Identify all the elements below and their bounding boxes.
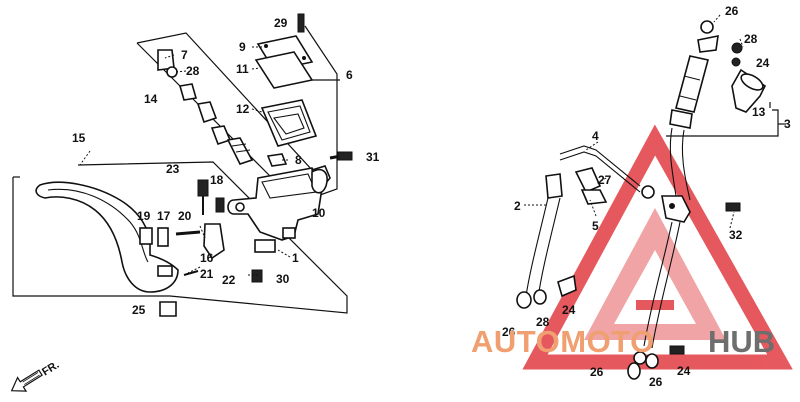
- pivot-bushing: [157, 227, 169, 247]
- callout-29: 29: [274, 16, 288, 30]
- callout-25: 25: [132, 303, 146, 317]
- lever-bolt: [159, 301, 177, 317]
- callout-labels: 1 2 3 4 5 6 7 8 9 10 11 12 13 14 15 16 1…: [72, 4, 791, 389]
- callout-23: 23: [166, 162, 180, 176]
- callout-11: 11: [236, 62, 249, 76]
- callout-6: 6: [346, 68, 353, 82]
- callout-28c: 28: [536, 315, 550, 329]
- pivot-collar: [139, 227, 153, 245]
- diaphragm: [260, 99, 318, 147]
- callout-27: 27: [598, 173, 612, 187]
- hose-fitting-upper: [697, 34, 719, 53]
- leader-lines-left: [79, 46, 291, 276]
- callout-18: 18: [210, 173, 224, 187]
- callout-3: 3: [784, 117, 791, 131]
- callout-24c: 24: [677, 364, 691, 378]
- callout-7: 7: [181, 48, 188, 62]
- front-direction-arrow: FR.: [10, 359, 61, 392]
- hose-clamp: [574, 167, 602, 194]
- callout-8: 8: [295, 153, 302, 167]
- callout-30: 30: [276, 272, 290, 286]
- brake-hose-fitting: [545, 173, 563, 199]
- callout-5: 5: [592, 219, 599, 233]
- callout-2: 2: [514, 199, 521, 213]
- callout-4: 4: [592, 129, 599, 143]
- fr-label: FR.: [40, 359, 61, 379]
- callout-20: 20: [178, 209, 192, 223]
- holder-clamp: [311, 168, 328, 194]
- callout-22: 22: [222, 273, 236, 287]
- callout-32: 32: [729, 228, 743, 242]
- callout-26d: 26: [649, 375, 663, 389]
- callout-17: 17: [157, 209, 171, 223]
- callout-19: 19: [137, 209, 151, 223]
- callout-28a: 28: [186, 64, 200, 78]
- leader-lines-right: [524, 14, 744, 229]
- lever-pivot-bracket: [203, 223, 225, 260]
- switch-unit: [254, 239, 276, 253]
- callout-13: 13: [752, 105, 766, 119]
- callout-24a: 24: [756, 56, 770, 70]
- callout-26b: 26: [502, 325, 516, 339]
- piston: [196, 101, 218, 124]
- watermark-brand-part2: HUB: [708, 324, 775, 359]
- callout-28b: 28: [744, 32, 758, 46]
- watermark-text: AUTOMOTO HUB: [471, 324, 775, 359]
- callout-16: 16: [200, 251, 214, 265]
- hose-sleeve-upper: [675, 55, 709, 113]
- callout-26a: 26: [725, 4, 739, 18]
- callout-24b: 24: [562, 303, 576, 317]
- fr-arrow-icon: [10, 369, 43, 392]
- callout-26c: 26: [590, 365, 604, 379]
- three-way-joint: [661, 195, 691, 223]
- master-cylinder-body: [227, 167, 323, 241]
- callout-12: 12: [236, 102, 250, 116]
- brake-lever: [35, 181, 179, 293]
- callout-14: 14: [144, 92, 158, 106]
- cap-plate: [254, 51, 314, 89]
- callout-21: 21: [200, 267, 214, 281]
- watermark-brand-part1: AUTOMOTO: [471, 324, 655, 359]
- callout-15: 15: [72, 131, 86, 145]
- brake-hose-group: [516, 20, 786, 380]
- master-cylinder-group: [12, 13, 353, 317]
- callout-10: 10: [312, 206, 326, 220]
- callout-31: 31: [366, 150, 380, 164]
- callout-1: 1: [292, 251, 299, 265]
- callout-9: 9: [239, 40, 246, 54]
